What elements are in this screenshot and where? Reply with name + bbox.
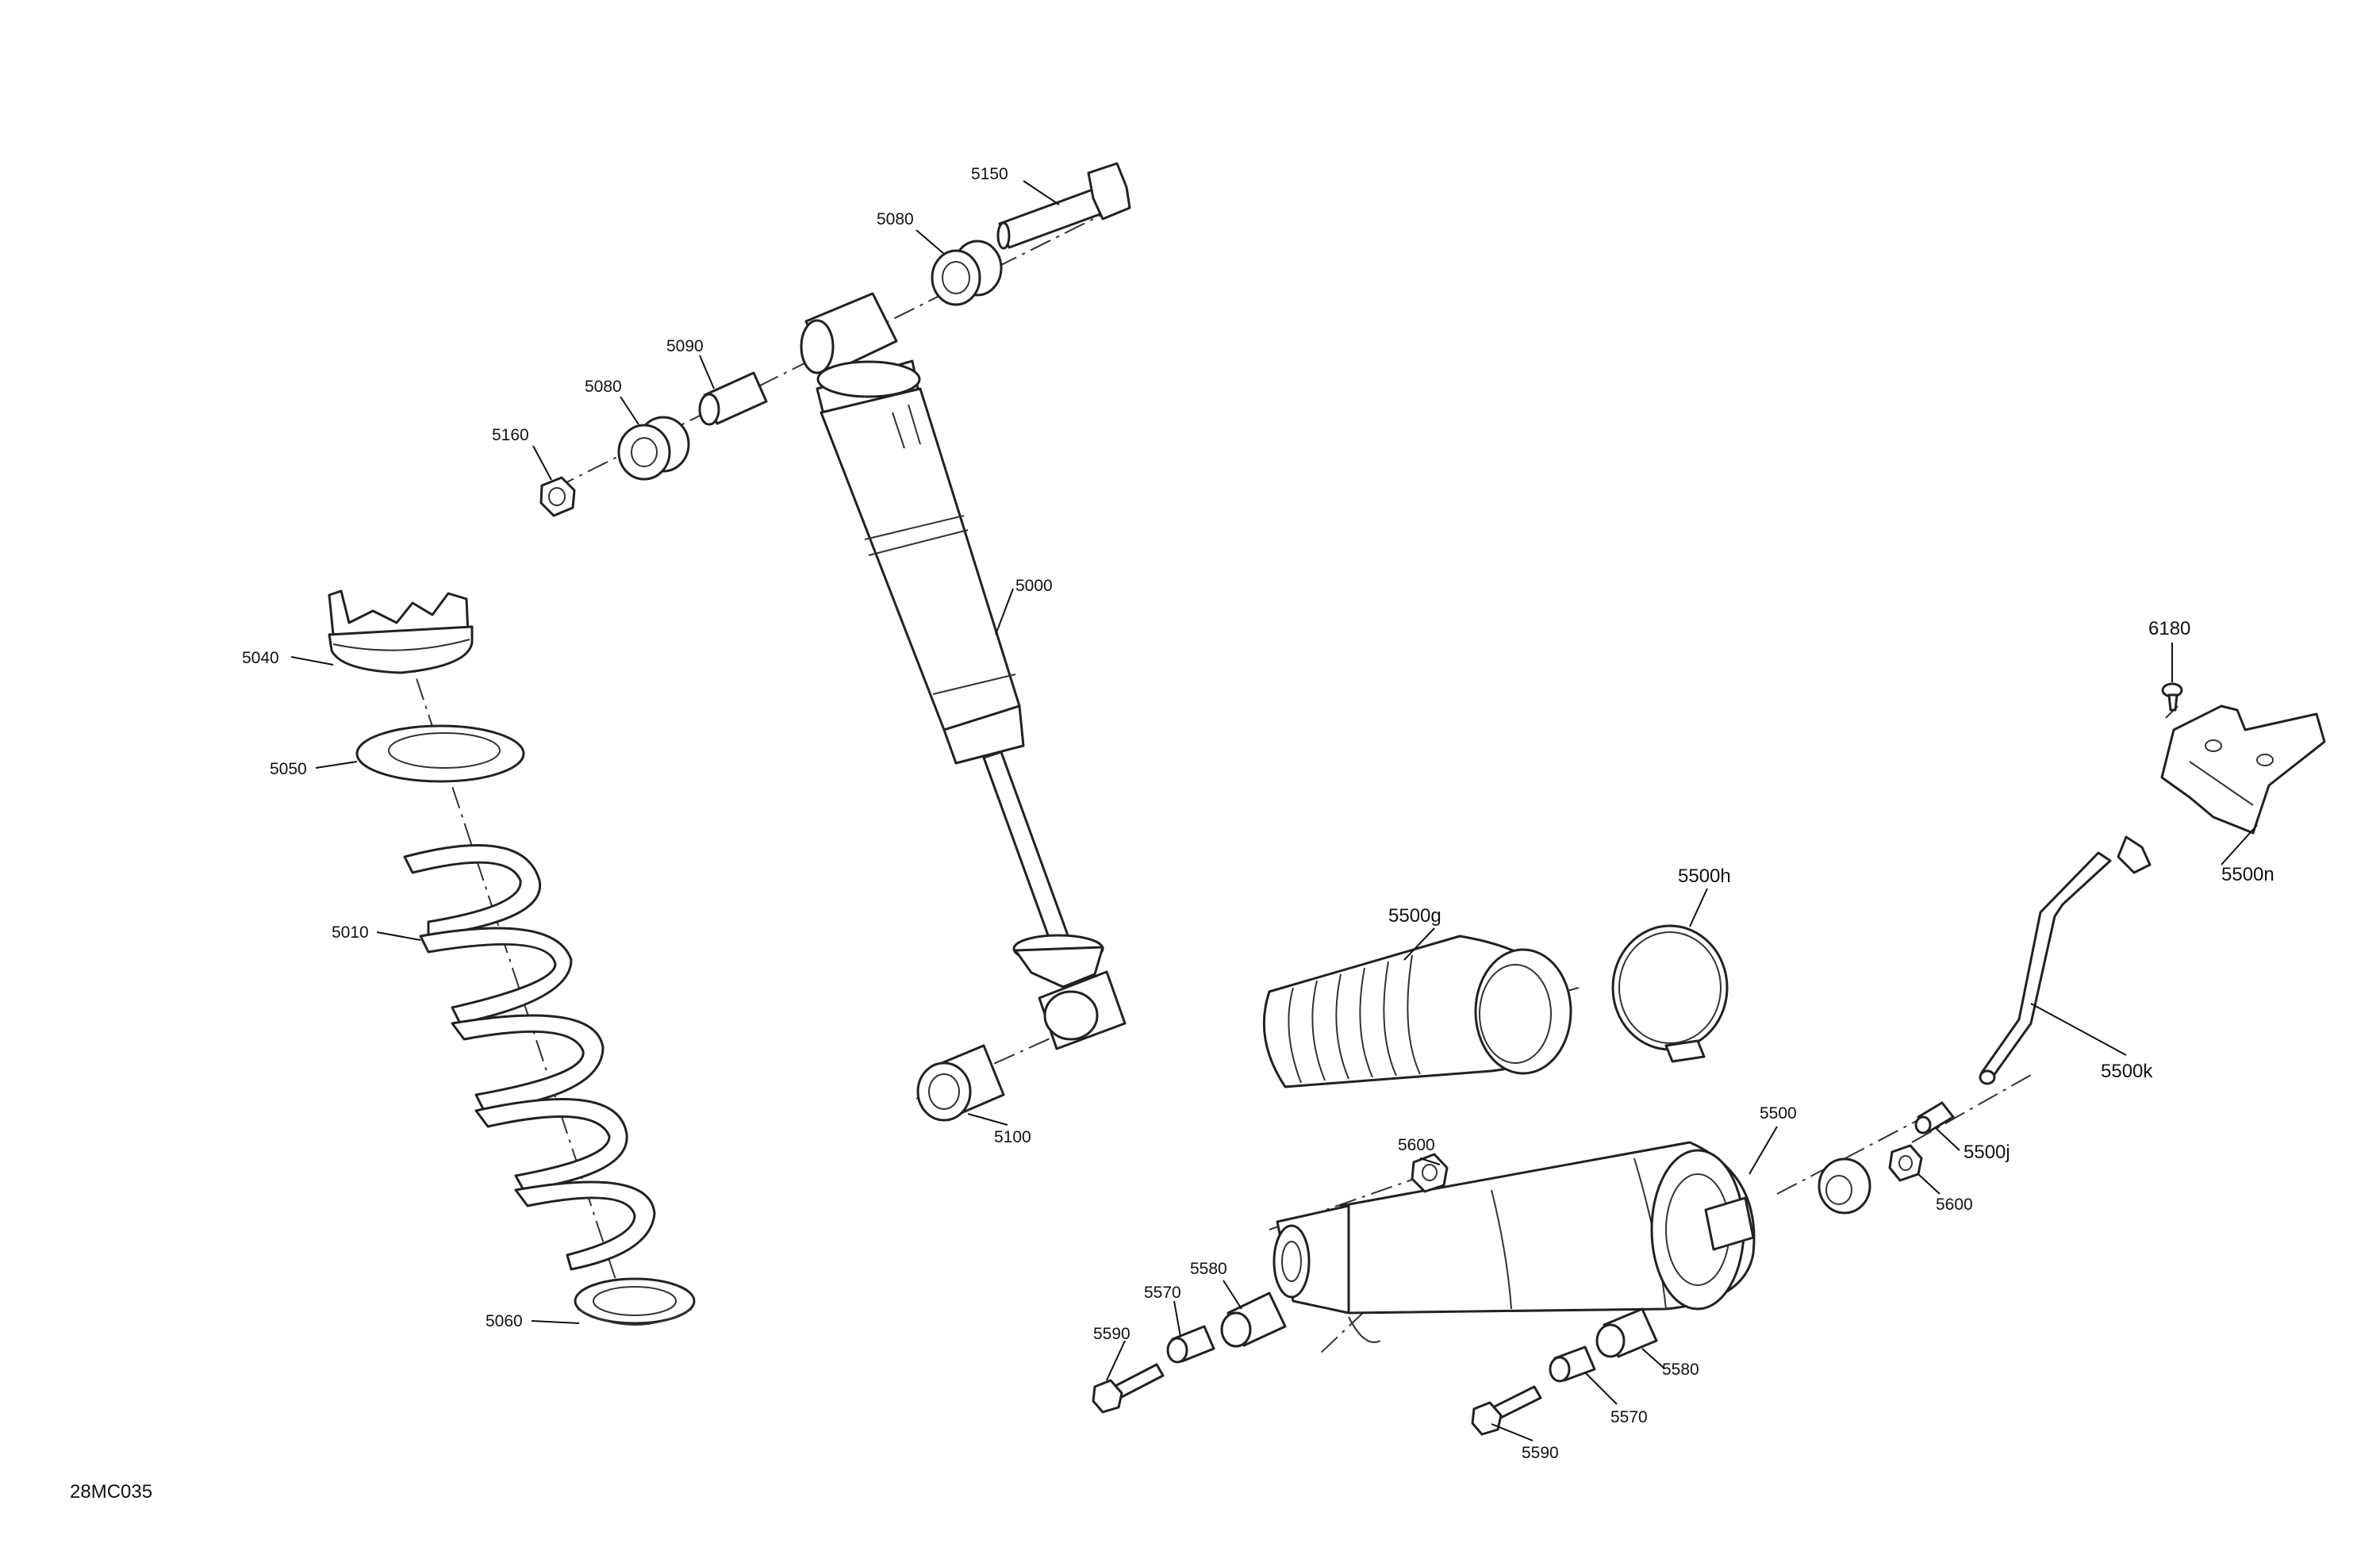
- callout-5000: 5000: [1015, 577, 1053, 595]
- bushing-5080-upper: [931, 240, 1003, 306]
- callout-5090: 5090: [666, 337, 704, 355]
- callout-5500j: 5500j: [1964, 1142, 2010, 1163]
- callout-leaders: [290, 180, 2258, 1441]
- callout-5050: 5050: [270, 760, 307, 778]
- nut-5600-right: [1888, 1144, 1923, 1182]
- callout-5500g: 5500g: [1388, 905, 1441, 927]
- callout-5040: 5040: [242, 649, 279, 667]
- bushing-5080-lower: [617, 416, 690, 481]
- bolt-5150: [996, 162, 1131, 250]
- callout-5500: 5500: [1760, 1104, 1797, 1123]
- callout-5570-right: 5570: [1610, 1408, 1648, 1426]
- callout-5500n: 5500n: [2221, 864, 2274, 885]
- nut-5160: [539, 476, 576, 517]
- lower-seat-5060: [574, 1277, 696, 1326]
- callout-5060: 5060: [486, 1312, 523, 1330]
- shock-absorber-5000: [800, 292, 1127, 1050]
- screw-6180: [2161, 682, 2183, 712]
- callout-5600-right: 5600: [1936, 1196, 1973, 1214]
- fitting-5500j: [1914, 1101, 1955, 1134]
- bushing-5100: [916, 1044, 1005, 1122]
- bracket-5500n: [2160, 704, 2326, 835]
- callout-5080-upper: 5080: [877, 210, 914, 228]
- callout-5600-left: 5600: [1398, 1136, 1435, 1154]
- figure-id: 28MC035: [70, 1481, 152, 1503]
- sleeve-5580-right: [1595, 1307, 1658, 1358]
- callout-5590-left: 5590: [1093, 1325, 1130, 1343]
- spring-seat-5040: [328, 589, 474, 674]
- sleeve-5580-left: [1220, 1292, 1287, 1348]
- hose-5500k: [1979, 835, 2152, 1085]
- callout-5570-left: 5570: [1144, 1284, 1181, 1302]
- reservoir-5500: [1273, 1141, 1756, 1343]
- callout-5150: 5150: [971, 165, 1008, 183]
- callout-5080-lower: 5080: [585, 378, 622, 396]
- callout-5580-right: 5580: [1662, 1361, 1699, 1379]
- clamp-5500h: [1611, 924, 1729, 1063]
- callout-6180: 6180: [2148, 618, 2190, 639]
- callout-labels: 5150 5080 5090 5080 5160 5000 5040 5050 …: [242, 165, 2274, 1462]
- spacer-5570-right: [1549, 1345, 1596, 1383]
- callout-5580-left: 5580: [1190, 1260, 1227, 1278]
- assembly-center-lines: [404, 205, 2178, 1357]
- callout-5500h: 5500h: [1678, 866, 1731, 887]
- callout-5100: 5100: [994, 1128, 1031, 1146]
- bolt-5590-left: [1092, 1363, 1165, 1414]
- callout-5010: 5010: [332, 923, 369, 942]
- nut-5600-left: [1411, 1153, 1449, 1193]
- bolt-5590-right: [1471, 1385, 1542, 1436]
- sleeve-5090: [698, 371, 768, 426]
- coil-spring-5010: [403, 844, 656, 1271]
- callout-5160: 5160: [492, 426, 529, 444]
- spacer-5570-left: [1166, 1325, 1215, 1364]
- callout-5500k: 5500k: [2101, 1061, 2153, 1082]
- bushing-5500-right: [1818, 1157, 1871, 1215]
- spacer-ring-5050: [355, 724, 525, 783]
- callout-5590-right: 5590: [1522, 1444, 1559, 1462]
- boot-5500g: [1262, 935, 1572, 1088]
